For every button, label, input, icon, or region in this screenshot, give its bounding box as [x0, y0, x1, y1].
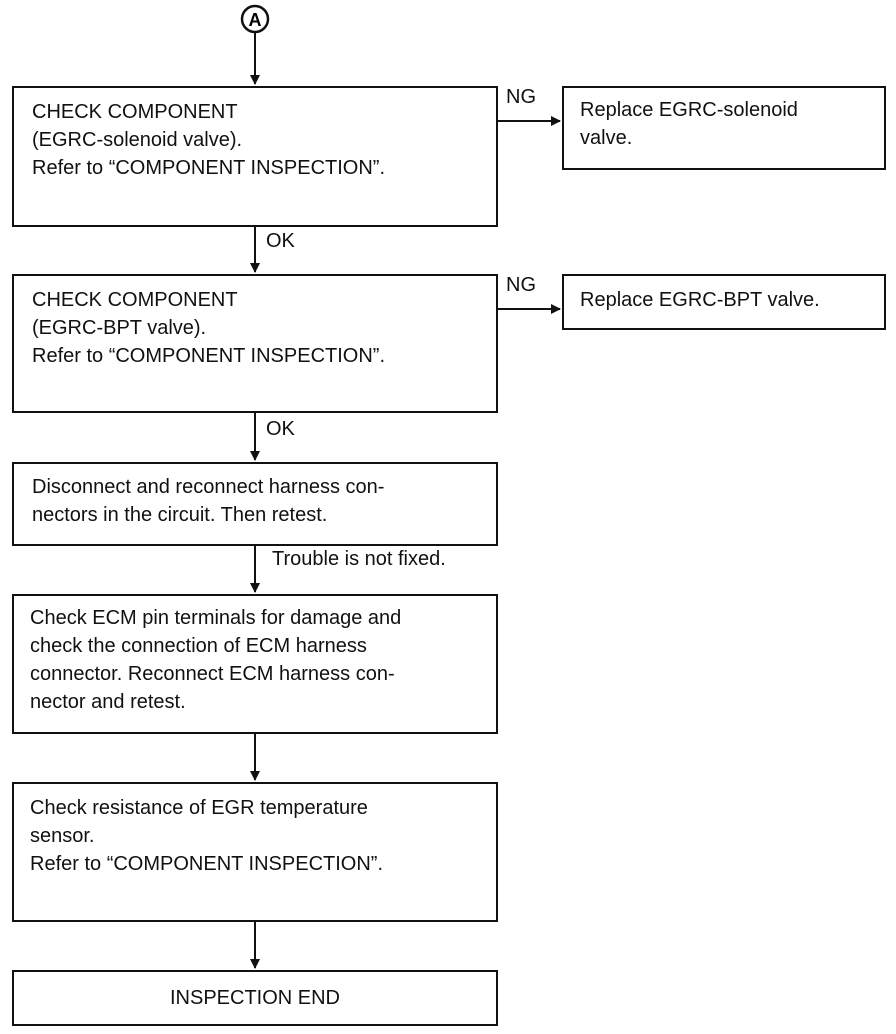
step-check-egrc-solenoid: CHECK COMPONENT (EGRC-solenoid valve). R…	[12, 86, 498, 227]
step-check-egr-temp-sensor: Check resistance of EGR temperature sens…	[12, 782, 498, 922]
step-text-line: Refer to “COMPONENT INSPECTION”.	[30, 853, 384, 875]
step-text-line: CHECK COMPONENT	[32, 101, 238, 123]
step-text-line: nectors in the circuit. Then retest.	[32, 504, 328, 526]
step-text-line: sensor.	[30, 825, 95, 847]
connector-a: A	[240, 4, 270, 34]
label-ok-1: OK	[266, 230, 295, 252]
step-text-line: Refer to “COMPONENT INSPECTION”.	[32, 345, 386, 367]
step-check-egrc-bpt: CHECK COMPONENT (EGRC-BPT valve). Refer …	[12, 274, 498, 413]
step-text-line: Refer to “COMPONENT INSPECTION”.	[32, 157, 386, 179]
result-replace-egrc-bpt: Replace EGRC-BPT valve.	[562, 274, 886, 330]
connector-a-label: A	[249, 10, 262, 30]
step-text-line: Check resistance of EGR temperature	[30, 797, 368, 819]
result-text-line: Replace EGRC-BPT valve.	[580, 289, 820, 311]
result-text-line: valve.	[580, 127, 633, 149]
step-text-line: (EGRC-solenoid valve).	[32, 129, 243, 151]
result-replace-egrc-solenoid: Replace EGRC-solenoid valve.	[562, 86, 886, 170]
label-ok-2: OK	[266, 418, 295, 440]
step-reconnect-harness: Disconnect and reconnect harness con- ne…	[12, 462, 498, 546]
step-inspection-end: INSPECTION END	[12, 970, 498, 1026]
step-text-line: (EGRC-BPT valve).	[32, 317, 207, 339]
step-text-line: INSPECTION END	[169, 987, 341, 1009]
step-check-ecm-terminals: Check ECM pin terminals for damage and c…	[12, 594, 498, 734]
step-text-line: check the connection of ECM harness	[30, 635, 367, 657]
step-text-line: Check ECM pin terminals for damage and	[30, 607, 402, 629]
step-text-line: connector. Reconnect ECM harness con-	[30, 663, 395, 685]
label-ng-1: NG	[506, 86, 536, 108]
result-text-line: Replace EGRC-solenoid	[580, 99, 798, 121]
label-trouble-not-fixed: Trouble is not fixed.	[272, 548, 446, 570]
step-text-line: Disconnect and reconnect harness con-	[32, 476, 385, 498]
step-text-line: CHECK COMPONENT	[32, 289, 238, 311]
label-ng-2: NG	[506, 274, 536, 296]
step-text-line: nector and retest.	[30, 691, 186, 713]
